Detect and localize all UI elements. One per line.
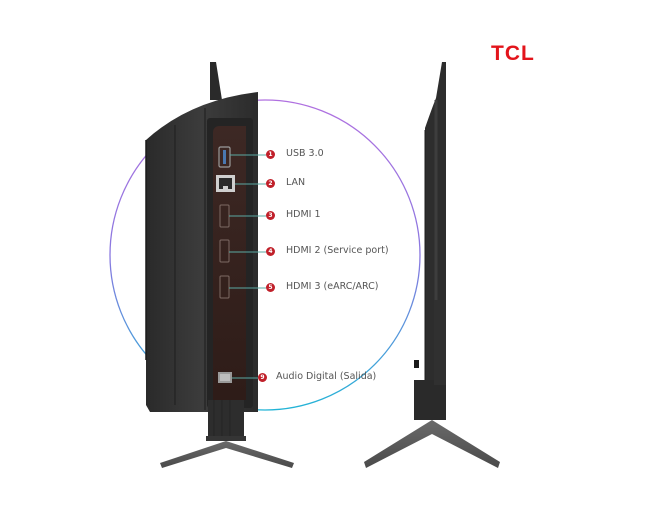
tcl-logo: TCL: [491, 42, 535, 65]
port-glyphs: [216, 146, 235, 383]
port-label: LAN: [286, 177, 306, 188]
optical-port-icon: [218, 372, 232, 383]
magnifier-ring: [109, 99, 421, 411]
port-number-badge: 1: [266, 150, 275, 159]
usb-port-icon: [218, 146, 231, 168]
hdmi-port-icon: [219, 275, 230, 299]
leader-lines: [229, 154, 266, 379]
port-number-badge: 9: [258, 373, 267, 382]
tv-right-side-view: [364, 62, 500, 468]
hdmi-port-icon: [219, 239, 230, 263]
port-label: HDMI 1: [286, 209, 321, 220]
port-number-badge: 3: [266, 211, 275, 220]
port-number-badge: 2: [266, 179, 275, 188]
port-number-badge: 4: [266, 247, 275, 256]
port-label: HDMI 2 (Service port): [286, 245, 389, 256]
port-label: Audio Digital (Salida): [276, 371, 377, 382]
tv-left-side-view: [145, 62, 294, 468]
ethernet-port-icon: [216, 175, 235, 192]
port-label: USB 3.0: [286, 148, 324, 159]
port-label: HDMI 3 (eARC/ARC): [286, 281, 379, 292]
port-number-badge: 5: [266, 283, 275, 292]
